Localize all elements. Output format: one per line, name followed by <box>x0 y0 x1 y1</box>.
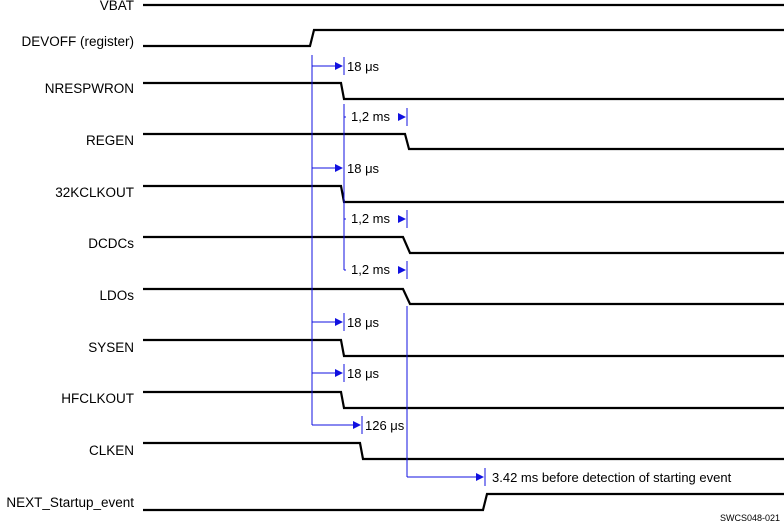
waveform-hfclkout <box>143 390 784 410</box>
signal-label-ldos: LDOs <box>99 288 134 303</box>
next-startup-delay-label: 3.42 ms before detection of starting eve… <box>492 470 732 485</box>
regen-delay-label-bg <box>346 108 398 124</box>
signal-label-clken: CLKEN <box>89 443 134 458</box>
signal-label-vbat: VBAT <box>100 0 134 13</box>
waveform-regen <box>143 132 784 151</box>
regen-delay-label: 1,2 ms <box>351 109 391 124</box>
signal-label-regen: REGEN <box>86 133 134 148</box>
sysen-delay-label: 18 μs <box>347 315 380 330</box>
nrespwron-delay-label: 18 μs <box>347 59 380 74</box>
hfclkout-delay-label: 18 μs <box>347 366 380 381</box>
ldos-delay-label: 1,2 ms <box>351 262 391 277</box>
signal-label-dcdcs: DCDCs <box>88 236 134 251</box>
waveform-32kclkout <box>143 184 784 204</box>
signal-label-32kclkout: 32KCLKOUT <box>55 185 134 200</box>
dcdcs-delay-label: 1,2 ms <box>351 211 391 226</box>
waveform-nrespwron <box>143 81 784 101</box>
signal-label-hfclkout: HFCLKOUT <box>61 391 134 406</box>
signal-label-sysen: SYSEN <box>88 340 134 355</box>
clken-delay-label: 126 μs <box>365 418 405 433</box>
dcdcs-delay-label-bg <box>346 210 398 226</box>
waveform-clken <box>143 441 784 461</box>
signal-label-next-startup-event: NEXT_Startup_event <box>6 495 134 510</box>
waveform-ldos <box>143 287 784 306</box>
waveform-devoff <box>143 28 784 48</box>
waveform-dcdcs <box>143 235 784 255</box>
clkout32k-delay-label: 18 μs <box>347 161 380 176</box>
ldos-delay-label-bg <box>346 261 398 277</box>
waveform-next-startup-event <box>143 492 784 512</box>
signal-label-nrespwron: NRESPWRON <box>45 81 134 96</box>
figure-reference-code: SWCS048-021 <box>720 513 780 523</box>
signal-label-devoff: DEVOFF (register) <box>21 34 134 49</box>
waveform-sysen <box>143 338 784 358</box>
